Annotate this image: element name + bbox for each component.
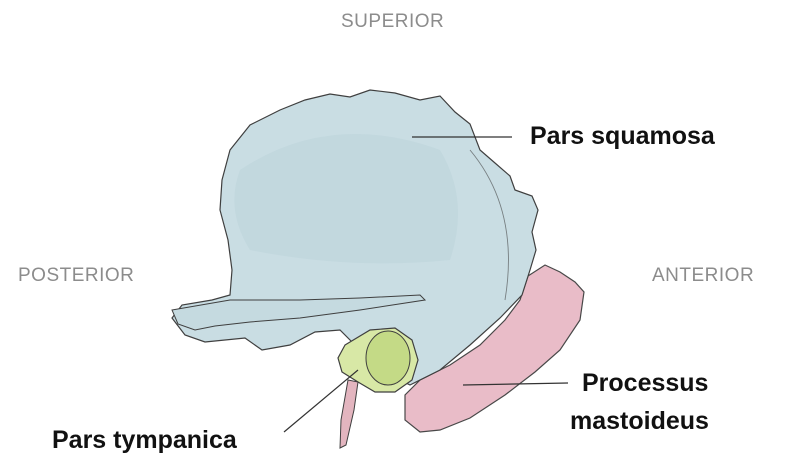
- processus-styloideus-region: [340, 380, 358, 448]
- label-processus-line1: Processus: [582, 368, 708, 398]
- label-processus-line2: mastoideus: [570, 406, 709, 436]
- label-pars-tympanica: Pars tympanica: [52, 425, 237, 455]
- label-pars-squamosa: Pars squamosa: [530, 121, 715, 151]
